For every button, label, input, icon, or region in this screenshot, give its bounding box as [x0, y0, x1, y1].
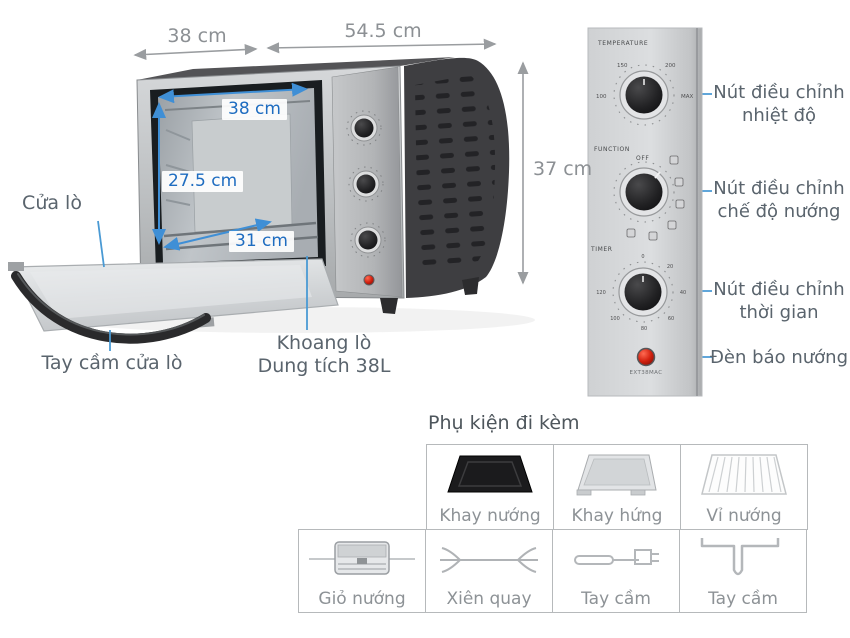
vent-grille-icon — [415, 75, 496, 271]
body-width-arrow — [266, 38, 497, 54]
indicator-light-label: Đèn báo nướng — [709, 347, 848, 368]
body-width-dimension: 54.5 cm — [344, 20, 422, 42]
accessory-rotisserie-skewer: Xiên quay — [425, 529, 553, 613]
svg-text:40: 40 — [680, 290, 686, 296]
accessories-row-2: Giỏ nướng Xiên quay — [298, 529, 808, 613]
inner-height-dimension: 27.5 cm — [162, 171, 244, 192]
inner-depth-dimension: 31 cm — [229, 231, 294, 252]
accessory-tray-handle: Tay cầm — [679, 529, 807, 613]
front-function-knob — [348, 166, 384, 202]
accessories-row-1: Khay nướng Khay hứng — [426, 444, 808, 530]
cavity-label-line1: Khoang lò — [276, 332, 372, 354]
accessory-rotisserie-basket: Giỏ nướng — [298, 529, 426, 613]
accessory-wire-rack: Vỉ nướng — [680, 444, 808, 530]
temperature-knob — [613, 64, 675, 126]
timer-knob-label: Nút điều chỉnh thời gian — [713, 279, 845, 323]
panel-timer-label: TIMER — [591, 246, 613, 253]
door-handle-highlight — [17, 273, 205, 336]
accessory-label: Xiên quay — [446, 589, 532, 609]
accessory-label: Khay nướng — [439, 506, 541, 526]
body-height-dimension: 37 cm — [533, 158, 593, 180]
function-mode-icons — [626, 155, 685, 241]
tray-handle-icon — [680, 530, 806, 589]
temp-mark: 150 — [617, 63, 628, 69]
temp-mark: MAX — [681, 94, 694, 100]
front-temp-knob — [346, 110, 382, 146]
door-handle — [11, 271, 211, 344]
accessory-baking-tray: Khay nướng — [426, 444, 554, 530]
door-handle-label: Tay cầm cửa lò — [41, 352, 183, 374]
svg-text:80: 80 — [641, 326, 647, 332]
rotisserie-skewer-icon — [426, 530, 552, 589]
baking-tray-icon — [427, 445, 553, 506]
accessory-label: Giỏ nướng — [318, 589, 406, 609]
inner-width-arrow — [158, 82, 308, 104]
temperature-knob-label: Nút điều chỉnh nhiệt độ — [713, 82, 845, 126]
accessories-title: Phụ kiện đi kèm — [428, 412, 580, 434]
svg-text:20: 20 — [667, 264, 673, 270]
accessory-drip-tray: Khay hứng — [553, 444, 681, 530]
svg-text:60: 60 — [668, 316, 674, 322]
outer-dimension-arrows — [133, 38, 529, 285]
accessory-skewer-handle: Tay cầm — [552, 529, 680, 613]
panel-temperature-label: TEMPERATURE — [598, 40, 649, 47]
skewer-handle-icon — [553, 530, 679, 589]
oven-door — [8, 258, 339, 344]
panel-function-label: FUNCTION — [594, 146, 630, 153]
cavity-label: Khoang lò Dung tích 38L — [240, 332, 408, 378]
accessory-label: Tay cầm — [581, 589, 651, 609]
door-corner-clip — [8, 262, 24, 271]
wire-rack-icon — [681, 445, 807, 506]
function-knob — [613, 161, 675, 223]
accessory-label: Khay hứng — [571, 506, 663, 526]
svg-text:120: 120 — [596, 290, 606, 296]
inner-dimension-arrows — [152, 82, 308, 251]
rotisserie-basket-icon — [299, 530, 425, 589]
indicator-light — [636, 347, 656, 367]
oven-foot — [380, 298, 398, 314]
front-timer-knob — [350, 222, 386, 258]
panel-model-label: EXT38MAC — [629, 370, 663, 376]
svg-text:100: 100 — [610, 316, 620, 322]
drip-tray-icon — [554, 445, 680, 506]
oven-top — [137, 57, 455, 80]
inner-depth-arrow — [163, 218, 272, 251]
oven-foot — [462, 277, 479, 295]
timer-marks: 0 20 40 60 80 100 120 — [596, 254, 686, 332]
inner-width-dimension: 38 cm — [222, 99, 287, 120]
door-width-dimension: 38 cm — [167, 25, 227, 47]
temp-mark: 200 — [665, 63, 676, 69]
function-knob-label: Nút điều chỉnh chế độ nướng — [713, 178, 845, 222]
control-panel: 100 150 200 MAX — [587, 27, 703, 397]
svg-text:0: 0 — [641, 254, 644, 260]
cavity-label-line2: Dung tích 38L — [257, 355, 391, 378]
door-label: Cửa lò — [22, 192, 82, 214]
accessory-label: Vỉ nướng — [706, 506, 782, 526]
timer-knob — [612, 261, 674, 323]
cavity-side-ridges — [165, 129, 191, 206]
accessories-grid: Khay nướng Khay hứng — [298, 444, 808, 613]
door-width-arrow — [133, 43, 258, 61]
door-callout-line — [97, 220, 105, 268]
accessory-label: Tay cầm — [708, 589, 778, 609]
temp-mark: 100 — [596, 94, 607, 100]
panel-off-label: OFF — [636, 155, 650, 162]
front-indicator-light — [363, 274, 375, 286]
